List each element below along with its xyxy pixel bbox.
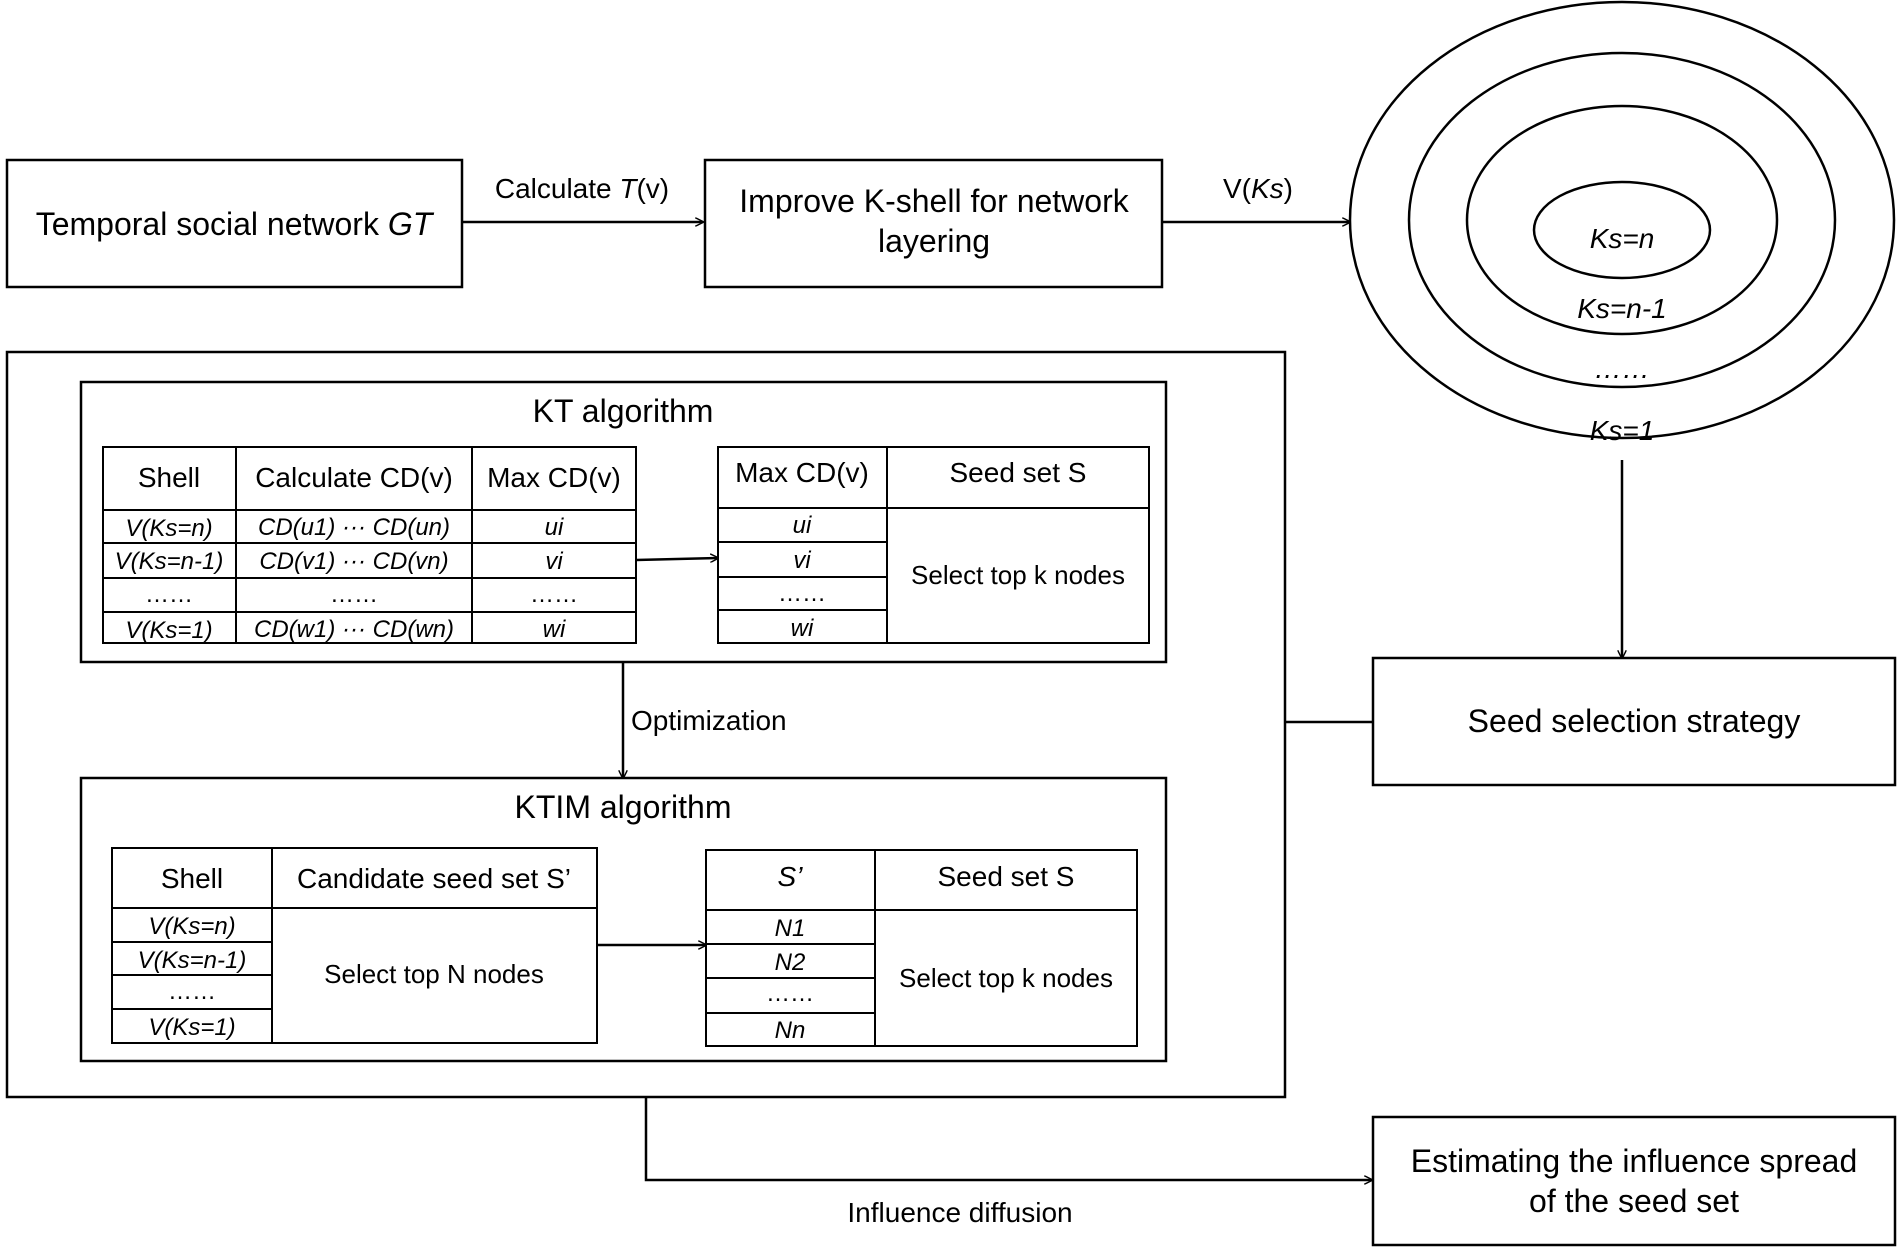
v-ks-arrow: V(Ks) bbox=[1162, 173, 1350, 222]
improve-kshell-line1: Improve K-shell for network bbox=[739, 183, 1129, 219]
improve-kshell-line2: layering bbox=[878, 223, 990, 259]
kt-t1-r2-max: vi bbox=[545, 548, 563, 575]
shell-outer-label: Ks=1 bbox=[1590, 415, 1655, 446]
kt-t1-r4-calc: CD(w1) ··· CD(wn) bbox=[254, 616, 454, 643]
ktim-t2-r1: N1 bbox=[775, 915, 806, 942]
ktim-t2-header-seed: Seed set S bbox=[938, 861, 1075, 892]
kt-t2-merged: Select top k nodes bbox=[911, 560, 1125, 590]
kt-t1-r1-max: ui bbox=[545, 514, 564, 541]
estimate-line2: of the seed set bbox=[1529, 1183, 1739, 1219]
shell-dots-label: …… bbox=[1594, 353, 1650, 384]
ktim-algorithm-box: KTIM algorithm Shell Candidate seed set … bbox=[79, 776, 1168, 1063]
ktim-t2-r3: …… bbox=[766, 980, 814, 1007]
optimization-label: Optimization bbox=[631, 705, 787, 736]
temporal-network-var: GT bbox=[388, 206, 435, 242]
estimate-box: Estimating the influence spread of the s… bbox=[1371, 1115, 1897, 1247]
kt-t1-r3-shell: …… bbox=[145, 581, 193, 608]
kt-table-arrow bbox=[635, 558, 718, 560]
ktim-table-1: Shell Candidate seed set S’ V(Ks=n) V(Ks… bbox=[111, 847, 598, 1044]
svg-text:Temporal social network GT: Temporal social network GT bbox=[36, 206, 435, 242]
kt-t1-r2-shell: V(Ks=n-1) bbox=[115, 548, 224, 575]
kt-t1-header-max: Max CD(v) bbox=[487, 462, 621, 493]
svg-text:Calculate T(v): Calculate T(v) bbox=[495, 173, 669, 204]
ktim-title: KTIM algorithm bbox=[515, 789, 732, 825]
ktim-t1-header-shell: Shell bbox=[161, 863, 223, 894]
kt-t2-r3: …… bbox=[778, 580, 826, 607]
influence-diffusion-label: Influence diffusion bbox=[847, 1197, 1072, 1228]
kt-t1-r1-shell: V(Ks=n) bbox=[125, 515, 212, 542]
kt-t1-r2-calc: CD(v1) ··· CD(vn) bbox=[259, 548, 448, 575]
ktim-t2-header-s-prime: S’ bbox=[778, 861, 804, 892]
kt-algorithm-box: KT algorithm Shell Calculate CD(v) Max C… bbox=[79, 380, 1168, 664]
improve-kshell-box: Improve K-shell for network layering bbox=[703, 158, 1164, 289]
kt-t1-header-shell: Shell bbox=[138, 462, 200, 493]
ktim-t1-header-candidate: Candidate seed set S’ bbox=[297, 863, 571, 894]
kt-t1-r3-max: …… bbox=[530, 581, 578, 608]
kt-t1-r3-calc: …… bbox=[330, 581, 378, 608]
calculate-t-arg: (v) bbox=[636, 173, 669, 204]
svg-text:V(Ks): V(Ks) bbox=[1223, 173, 1293, 204]
influence-diffusion-arrow: Influence diffusion bbox=[644, 1097, 1372, 1228]
ktim-t2-merged: Select top k nodes bbox=[899, 963, 1113, 993]
ktim-t1-r4: V(Ks=1) bbox=[148, 1014, 235, 1041]
kt-t2-header-max: Max CD(v) bbox=[735, 457, 869, 488]
seed-strategy-label: Seed selection strategy bbox=[1468, 703, 1801, 739]
ktim-t2-r2: N2 bbox=[775, 949, 806, 976]
calculate-t-prefix: Calculate bbox=[495, 173, 620, 204]
optimization-arrow: Optimization bbox=[623, 662, 787, 778]
ktim-table-2: S’ Seed set S N1 N2 …… Nn Select top k n… bbox=[705, 849, 1138, 1047]
kt-t1-r4-max: wi bbox=[543, 616, 566, 643]
kt-t1-r1-calc: CD(u1) ··· CD(un) bbox=[258, 514, 450, 541]
calculate-t-var: T bbox=[619, 173, 638, 204]
temporal-network-label: Temporal social network bbox=[36, 206, 388, 242]
v-ks-var: Ks bbox=[1251, 173, 1284, 204]
kt-title: KT algorithm bbox=[533, 393, 714, 429]
ktim-t1-r2: V(Ks=n-1) bbox=[138, 947, 247, 974]
ktim-t1-merged: Select top N nodes bbox=[324, 959, 544, 989]
kt-t1-header-calc: Calculate CD(v) bbox=[255, 462, 453, 493]
kshell-rings: Ks=n Ks=n-1 …… Ks=1 bbox=[1348, 0, 1896, 446]
ktim-t1-r3: …… bbox=[168, 978, 216, 1005]
kt-t2-r1: ui bbox=[793, 512, 812, 539]
v-ks-suffix: ) bbox=[1284, 173, 1293, 204]
temporal-network-box: Temporal social network GT bbox=[5, 158, 464, 289]
shell-inner-label: Ks=n bbox=[1590, 223, 1655, 254]
estimate-line1: Estimating the influence spread bbox=[1411, 1143, 1857, 1179]
v-ks-prefix: V( bbox=[1223, 173, 1252, 204]
seed-strategy-box: Seed selection strategy bbox=[1371, 656, 1897, 787]
kt-t2-r2: vi bbox=[793, 547, 811, 574]
kt-t2-r4: wi bbox=[791, 615, 814, 642]
shell-second-label: Ks=n-1 bbox=[1577, 293, 1667, 324]
calculate-t-arrow: Calculate T(v) bbox=[462, 173, 703, 222]
ktim-t1-r1: V(Ks=n) bbox=[148, 913, 235, 940]
kt-t1-r4-shell: V(Ks=1) bbox=[125, 617, 212, 644]
kt-t2-header-seed: Seed set S bbox=[950, 457, 1087, 488]
kt-table-2: Max CD(v) Seed set S ui vi …… wi Select … bbox=[717, 446, 1150, 644]
kt-table-1: Shell Calculate CD(v) Max CD(v) V(Ks=n) … bbox=[102, 446, 637, 644]
ktim-t2-r4: Nn bbox=[775, 1017, 806, 1044]
